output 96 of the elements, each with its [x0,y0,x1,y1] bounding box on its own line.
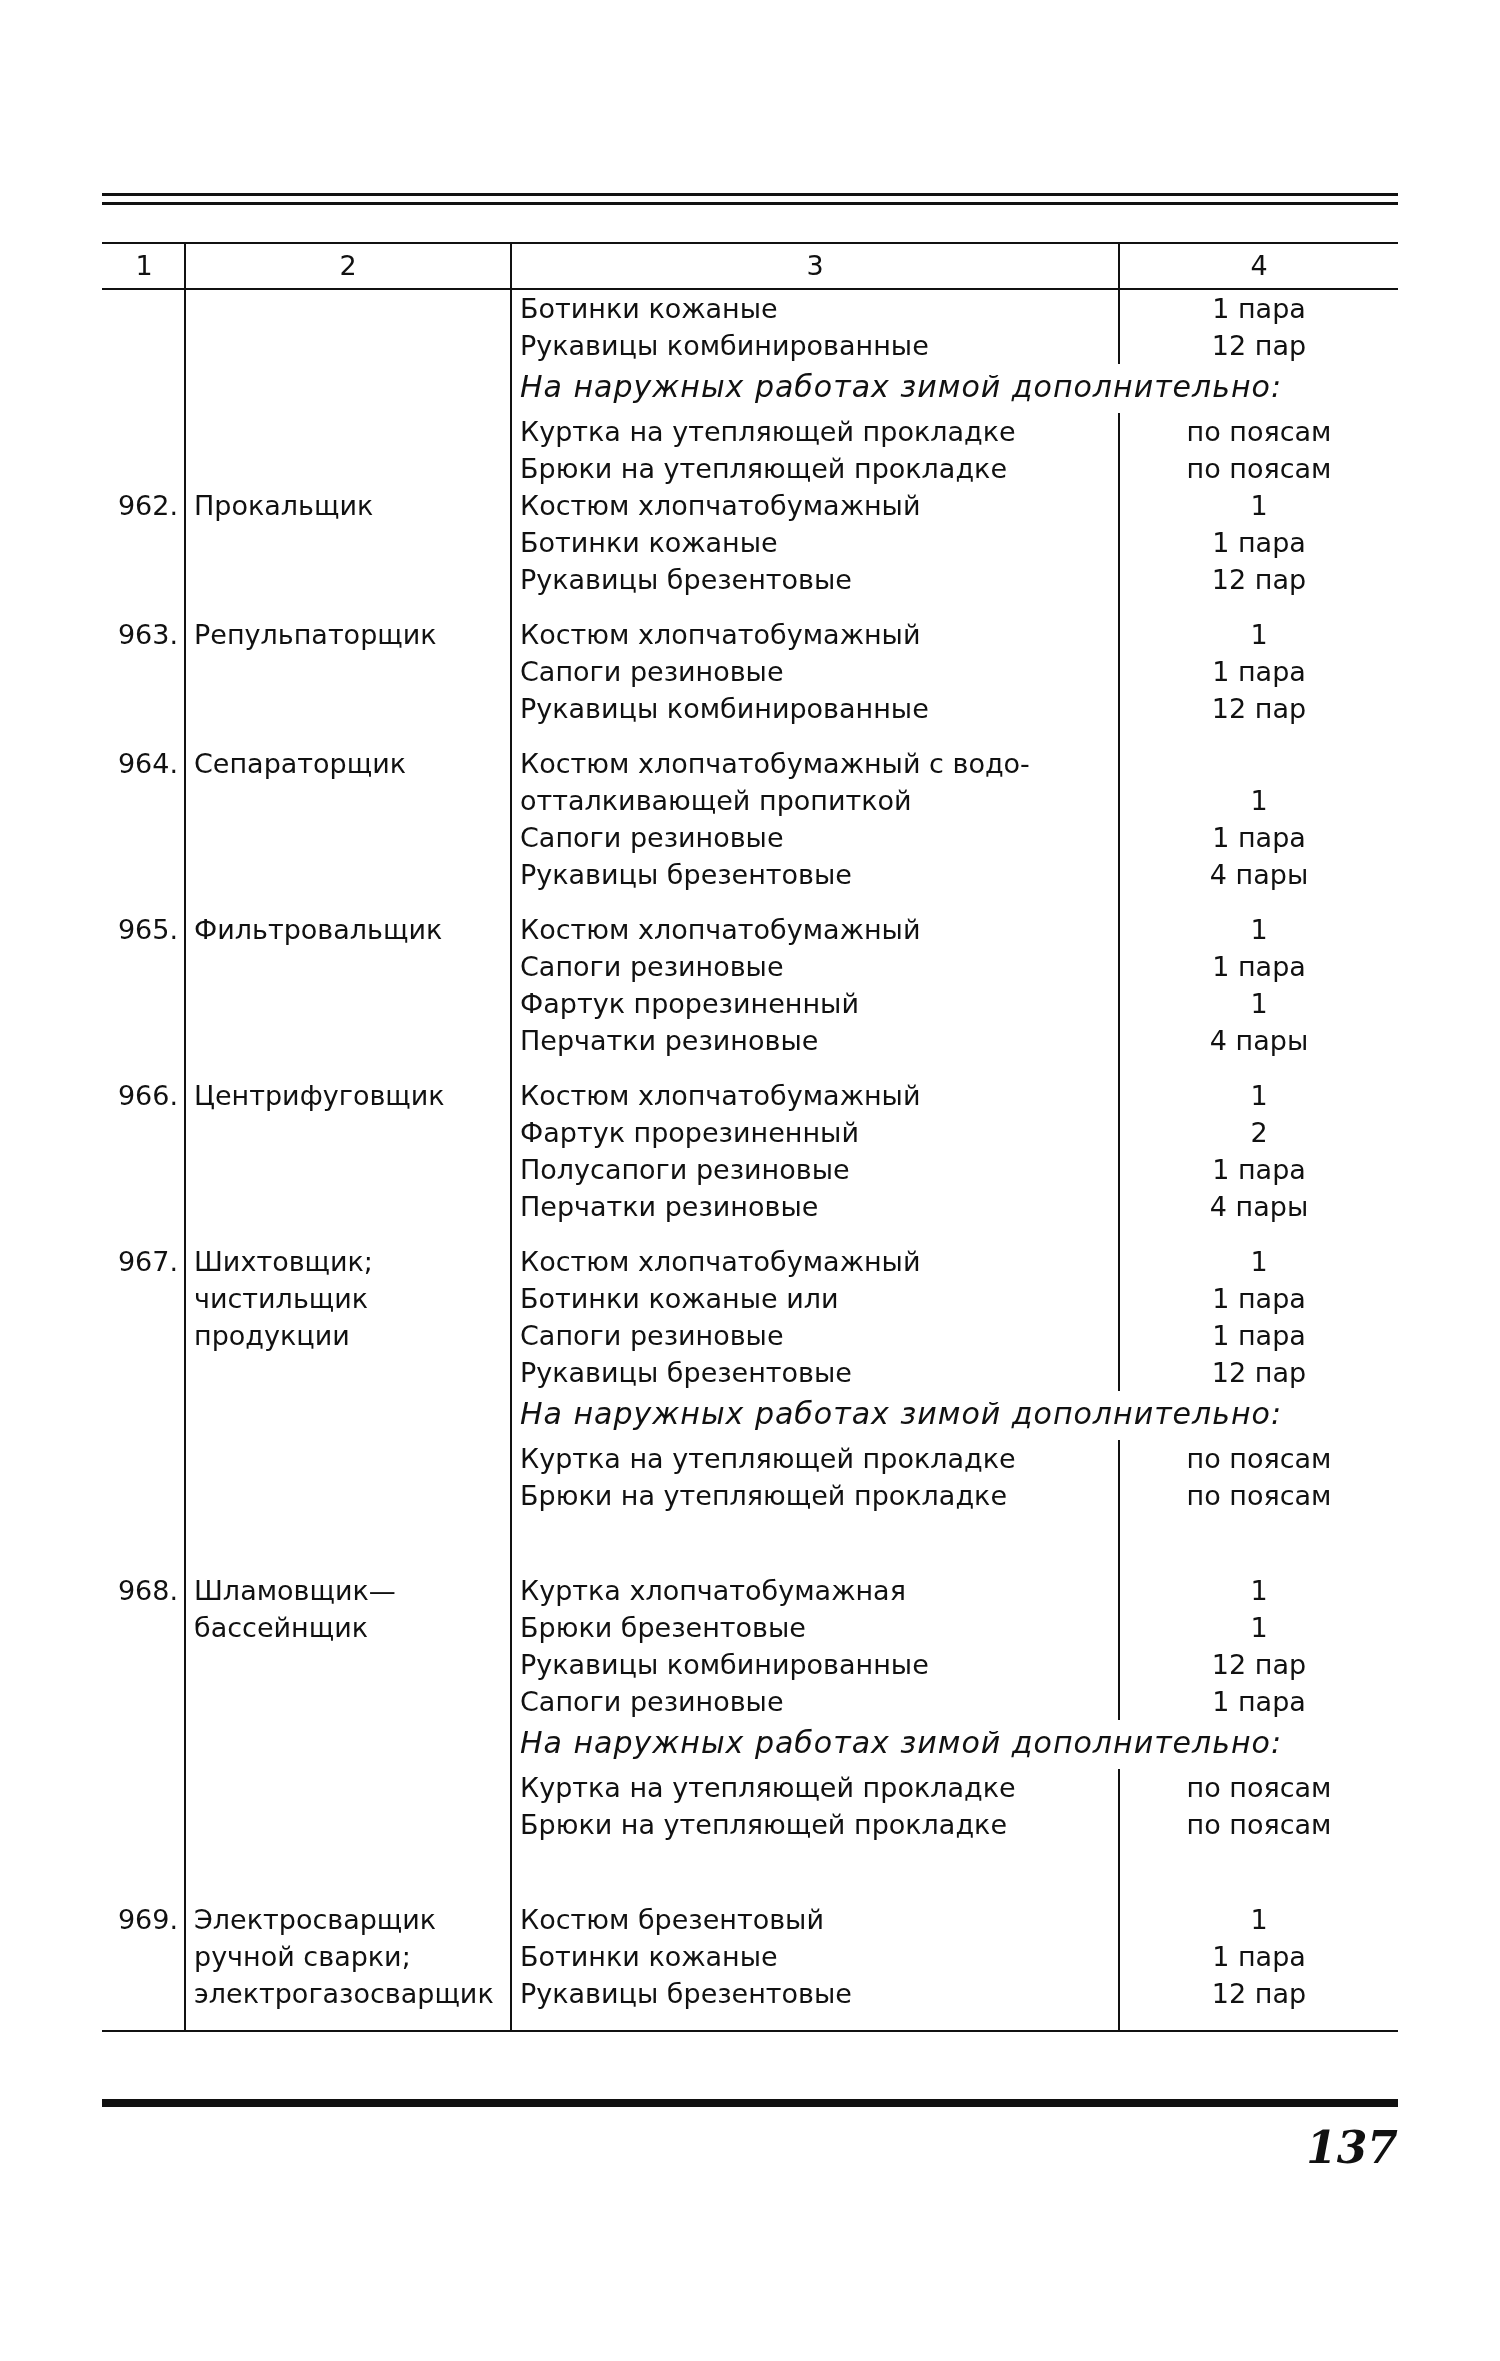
quantity: 1 пара [1212,1941,1306,1972]
row-number: 967. [117,1246,178,1277]
quantity: 12 пар [1211,330,1307,361]
item-name: Рукавицы брезентовые [520,859,852,890]
quantity: по поясам [1186,453,1332,484]
item-name: Рукавицы брезентовые [520,1978,852,2009]
column-header: 3 [806,250,824,281]
item-name: Костюм хлопчатобумажный [520,619,921,650]
quantity: по поясам [1186,1809,1332,1840]
quantity: по поясам [1186,416,1332,447]
quantity: 4 пары [1209,1025,1309,1056]
quantity: 1 пара [1212,1154,1306,1185]
item-name: Фартук прорезиненный [520,1117,859,1148]
quantity: 4 пары [1209,1191,1309,1222]
row-number: 966. [117,1080,178,1111]
quantity: по поясам [1186,1480,1332,1511]
row-number: 969. [117,1904,178,1935]
quantity: 4 пары [1209,859,1309,890]
column-header: 2 [339,249,357,283]
profession-name: Центрифуговщик [194,1079,445,1113]
quantity: 12 пар [1211,1649,1307,1680]
item-name: Куртка на утепляющей прокладке [520,1772,1016,1803]
item-name: Костюм хлопчатобумажный [520,490,921,521]
item-name: Куртка на утепляющей прокладке [520,1443,1016,1474]
item-name: Фартук прорезиненный [520,988,859,1019]
item-name: Сапоги резиновые [520,1686,784,1717]
item-name: Костюм хлопчатобумажный [520,914,921,945]
column-header: 4 [1250,250,1268,281]
quantity: 1 пара [1212,822,1306,853]
item-name: Брюки на утепляющей прокладке [520,1480,1007,1511]
quantity: 1 [1250,785,1268,816]
profession-name: Прокальщик [194,489,374,523]
item-name: Брюки на утепляющей прокладке [520,1809,1007,1840]
quantity: 1 [1250,619,1268,650]
row-number: 964. [117,748,178,779]
item-name: Рукавицы комбинированные [520,1649,929,1680]
item-name: Куртка хлопчатобумажная [520,1575,906,1606]
profession-name: Шламовщик—бассейнщик [194,1574,397,1645]
quantity: 2 [1250,1117,1268,1148]
item-name: Рукавицы брезентовые [520,564,852,595]
quantity: 1 пара [1212,293,1306,324]
quantity: 1 [1250,1575,1268,1606]
quantity: 12 пар [1211,693,1307,724]
item-name: Ботинки кожаные [520,1941,778,1972]
section-note: На наружных работах зимой дополнительно: [520,1396,1282,1431]
profession-name: Сепараторщик [194,747,407,781]
quantity: 1 пара [1212,1686,1306,1717]
item-name: Брюки брезентовые [520,1612,806,1643]
row-number: 965. [117,914,178,945]
quantity: 1 [1250,1080,1268,1111]
item-name: Костюм хлопчатобумажный [520,1080,921,1111]
quantity: 1 [1250,1612,1268,1643]
item-name: Сапоги резиновые [520,822,784,853]
quantity: 12 пар [1211,1978,1307,2009]
item-name: Рукавицы комбинированные [520,693,929,724]
column-header: 1 [135,250,153,281]
row-number: 963. [117,619,178,650]
item-name: Рукавицы комбинированные [520,330,929,361]
quantity: 1 пара [1212,1320,1306,1351]
page-number: 137 [1306,2122,1398,2173]
item-name: Сапоги резиновые [520,1320,784,1351]
profession-name: Репульпаторщик [194,618,437,652]
quantity: 1 [1250,1904,1268,1935]
quantity: по поясам [1186,1772,1332,1803]
item-name: Костюм брезентовый [520,1904,824,1935]
row-number: 962. [117,490,178,521]
item-name: Куртка на утепляющей прокладке [520,416,1016,447]
item-name: Брюки на утепляющей прокладке [520,453,1007,484]
quantity: 12 пар [1211,1357,1307,1388]
item-name: Ботинки кожаные [520,293,778,324]
section-note: На наружных работах зимой дополнительно: [520,369,1282,404]
item-name: Полусапоги резиновые [520,1154,850,1185]
profession-name: Фильтровальщик [194,913,443,947]
item-name: Костюм хлопчатобумажный с водо-отталкивающей пропиткой [520,748,1030,816]
section-note: На наружных работах зимой дополнительно: [520,1725,1282,1760]
quantity: 1 [1250,988,1268,1019]
item-name: Ботинки кожаные или [520,1283,839,1314]
quantity: 1 пара [1212,527,1306,558]
item-name: Перчатки резиновые [520,1191,819,1222]
quantity: 12 пар [1211,564,1307,595]
quantity: 1 пара [1212,656,1306,687]
quantity: по поясам [1186,1443,1332,1474]
item-name: Сапоги резиновые [520,656,784,687]
item-name: Ботинки кожаные [520,527,778,558]
profession-name: Шихтовщик; чистильщик продукции [194,1245,374,1353]
quantity: 1 пара [1212,1283,1306,1314]
item-name: Перчатки резиновые [520,1025,819,1056]
profession-name: Электросварщик ручной сварки; электрогазосварщик [194,1903,494,2011]
row-number: 968. [117,1575,178,1606]
quantity: 1 [1250,1246,1268,1277]
quantity: 1 [1250,914,1268,945]
item-name: Рукавицы брезентовые [520,1357,852,1388]
quantity: 1 [1250,490,1268,521]
quantity: 1 пара [1212,951,1306,982]
item-name: Костюм хлопчатобумажный [520,1246,921,1277]
item-name: Сапоги резиновые [520,951,784,982]
